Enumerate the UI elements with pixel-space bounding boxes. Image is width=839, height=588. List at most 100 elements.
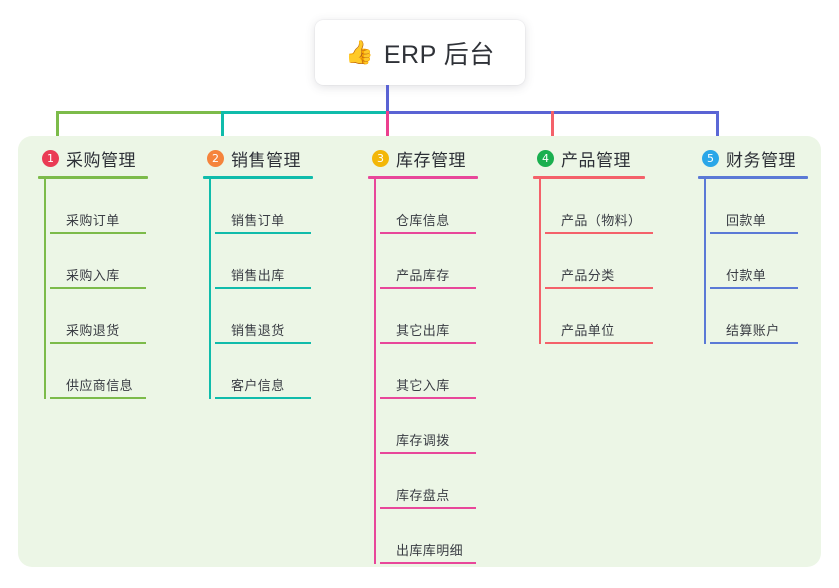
branch-spine: [209, 179, 211, 399]
branch-title: 销售管理: [231, 150, 301, 170]
branch-column-4: 4 产品管理产品（物料） 产品分类产品单位: [533, 146, 653, 344]
branch-item-rule: [380, 452, 476, 454]
branch-item[interactable]: 采购退货: [44, 289, 148, 344]
branch-item-rule: [380, 287, 476, 289]
branch-item[interactable]: 销售出库: [209, 234, 313, 289]
branch-item[interactable]: 结算账户: [704, 289, 808, 344]
drop-connector-5: [716, 111, 719, 148]
root-node-content: 👍 ERP 后台: [345, 35, 495, 71]
branch-item-list: 销售订单销售出库销售退货客户信息: [203, 179, 313, 399]
branch-item-label: 结算账户: [726, 323, 780, 338]
branch-item-rule: [710, 287, 798, 289]
branch-item-label: 产品单位: [561, 323, 615, 338]
mindmap-panel: [18, 136, 821, 567]
branch-item-label: 销售出库: [231, 268, 285, 283]
branch-item-rule: [380, 232, 476, 234]
branch-item-label: 仓库信息: [396, 213, 450, 228]
drop-connector-4: [551, 111, 554, 148]
branch-item-rule: [380, 507, 476, 509]
branch-item[interactable]: 付款单: [704, 234, 808, 289]
root-stem-connector: [386, 85, 389, 114]
branch-item-list: 回款单付款单结算账户: [698, 179, 808, 344]
bus-segment-teal: [221, 111, 388, 114]
branch-item-label: 销售退货: [231, 323, 285, 338]
branch-item-list: 产品（物料） 产品分类产品单位: [533, 179, 653, 344]
branch-item-label: 采购退货: [66, 323, 120, 338]
root-node-card[interactable]: 👍 ERP 后台: [315, 20, 525, 85]
branch-title: 财务管理: [726, 150, 796, 170]
branch-item-rule: [215, 397, 311, 399]
branch-item[interactable]: 其它入库: [374, 344, 478, 399]
branch-item[interactable]: 客户信息: [209, 344, 313, 399]
branch-item-rule: [215, 342, 311, 344]
branch-item-rule: [545, 232, 653, 234]
root-title: ERP 后台: [383, 40, 495, 69]
branch-item-label: 其它入库: [396, 378, 450, 393]
branch-number-badge: 2: [207, 149, 224, 167]
branch-item-rule: [710, 342, 798, 344]
branch-item-label: 产品（物料）: [561, 213, 642, 228]
branch-column-2: 2 销售管理销售订单销售出库销售退货客户信息: [203, 146, 313, 399]
branch-item-rule: [215, 232, 311, 234]
branch-header-5[interactable]: 5 财务管理: [698, 146, 808, 170]
branch-spine: [704, 179, 706, 344]
branch-title: 采购管理: [66, 150, 136, 170]
branch-item-label: 付款单: [726, 268, 767, 283]
branch-item[interactable]: 销售订单: [209, 179, 313, 234]
branch-item-label: 产品库存: [396, 268, 450, 283]
branch-item[interactable]: 出库库明细: [374, 509, 478, 564]
branch-item-rule: [215, 287, 311, 289]
branch-spine: [374, 179, 376, 564]
branch-item[interactable]: 采购订单: [44, 179, 148, 234]
branch-spine: [539, 179, 541, 344]
branch-item-label: 供应商信息: [66, 378, 134, 393]
branch-item-rule: [710, 232, 798, 234]
branch-header-rule: [38, 176, 148, 179]
branch-item[interactable]: 仓库信息: [374, 179, 478, 234]
branch-item-rule: [380, 562, 476, 564]
branch-item-label: 采购订单: [66, 213, 120, 228]
branch-number-badge: 4: [537, 149, 554, 167]
branch-item[interactable]: 产品单位: [539, 289, 653, 344]
branch-item[interactable]: 库存盘点: [374, 454, 478, 509]
branch-item-list: 采购订单采购入库采购退货供应商信息: [38, 179, 148, 399]
branch-item-label: 产品分类: [561, 268, 615, 283]
branch-column-5: 5 财务管理回款单付款单结算账户: [698, 146, 808, 344]
branch-item[interactable]: 供应商信息: [44, 344, 148, 399]
branch-item[interactable]: 产品（物料）: [539, 179, 653, 234]
branch-item-rule: [380, 342, 476, 344]
branch-item-label: 库存调拨: [396, 433, 450, 448]
branch-item-label: 出库库明细: [396, 543, 464, 558]
branch-item-rule: [50, 342, 146, 344]
branch-title: 产品管理: [561, 150, 631, 170]
branch-number-badge: 3: [372, 149, 389, 167]
branch-item[interactable]: 采购入库: [44, 234, 148, 289]
branch-number-badge: 1: [42, 149, 59, 167]
branch-header-rule: [368, 176, 478, 179]
branch-item[interactable]: 库存调拨: [374, 399, 478, 454]
bus-segment-green: [56, 111, 223, 114]
branch-number-badge: 5: [702, 149, 719, 167]
branch-item[interactable]: 产品分类: [539, 234, 653, 289]
branch-item-label: 其它出库: [396, 323, 450, 338]
branch-item-rule: [50, 287, 146, 289]
branch-header-2[interactable]: 2 销售管理: [203, 146, 313, 170]
branch-item-rule: [545, 287, 653, 289]
branch-item[interactable]: 产品库存: [374, 234, 478, 289]
branch-item[interactable]: 回款单: [704, 179, 808, 234]
branch-item-label: 回款单: [726, 213, 767, 228]
branch-column-1: 1 采购管理采购订单采购入库采购退货供应商信息: [38, 146, 148, 399]
branch-spine: [44, 179, 46, 399]
branch-item-label: 采购入库: [66, 268, 120, 283]
branch-header-1[interactable]: 1 采购管理: [38, 146, 148, 170]
drop-connector-3: [386, 111, 389, 148]
branch-item[interactable]: 其它出库: [374, 289, 478, 344]
thumbs-up-icon: 👍: [345, 39, 374, 65]
drop-connector-2: [221, 111, 224, 148]
branch-item-label: 库存盘点: [396, 488, 450, 503]
branch-item[interactable]: 销售退货: [209, 289, 313, 344]
branch-header-4[interactable]: 4 产品管理: [533, 146, 645, 170]
